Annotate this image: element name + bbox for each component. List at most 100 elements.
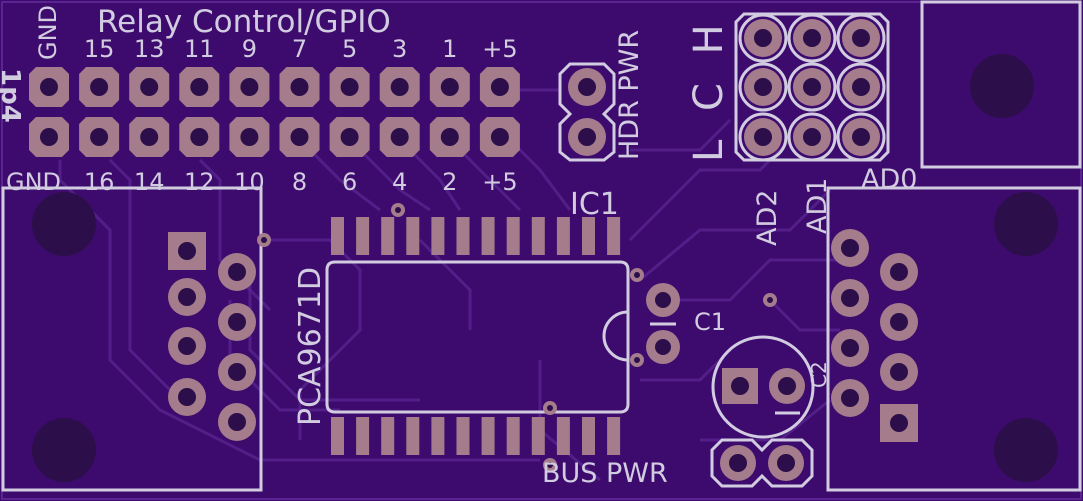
gnd-bottom-label: GND xyxy=(6,168,61,196)
ic-pad xyxy=(582,417,595,455)
mounting-hole xyxy=(970,54,1034,118)
address-pin xyxy=(738,112,788,162)
ic-pad xyxy=(506,417,520,455)
ic-pad xyxy=(406,417,420,455)
mounting-hole xyxy=(32,418,96,482)
hdr-pwr-jumper xyxy=(558,62,616,162)
ad2-label: AD2 xyxy=(752,190,783,246)
ic-pad xyxy=(381,417,395,455)
capacitor-c1 xyxy=(646,283,680,364)
header-pin xyxy=(379,67,420,107)
board-title: Relay Control/GPIO xyxy=(97,4,391,40)
vias xyxy=(257,203,777,472)
ic-pad xyxy=(331,217,344,255)
address-pin xyxy=(836,112,886,162)
ic-pad xyxy=(431,217,445,255)
ic-pad xyxy=(531,417,545,455)
header-pin xyxy=(229,67,270,107)
mounting-hole xyxy=(994,192,1058,256)
header-pin xyxy=(179,117,220,157)
ad1-label: AD1 xyxy=(802,178,833,234)
top-pin-label: 15 xyxy=(84,35,115,63)
header-pin xyxy=(179,67,220,107)
ic-pad xyxy=(431,417,445,455)
bottom-pin-label: +5 xyxy=(482,168,517,196)
lch-label: L C H xyxy=(686,16,732,162)
ic-pad xyxy=(456,417,470,455)
ic-pad xyxy=(506,217,520,255)
capacitor-c2 xyxy=(711,335,815,439)
gnd-top-label: GND xyxy=(34,5,62,60)
ic-pad xyxy=(607,217,621,255)
bottom-pin-label: 10 xyxy=(234,168,265,196)
hdr-pwr-label: HDR PWR xyxy=(614,30,645,160)
header-pin xyxy=(329,117,370,157)
ic-pad xyxy=(406,217,420,255)
address-pin xyxy=(738,62,788,112)
ic1-chip xyxy=(325,217,630,455)
ic-pad xyxy=(381,217,395,255)
address-jumper-block xyxy=(734,12,890,162)
c2-label: C2 xyxy=(807,361,831,388)
header-pin xyxy=(279,117,320,157)
header-pin xyxy=(79,117,120,157)
header-pin xyxy=(479,67,520,107)
address-pin xyxy=(787,112,837,162)
chip-part-label: PCA9671D xyxy=(293,267,328,426)
ic-pad xyxy=(481,417,495,455)
top-pin-label: 1 xyxy=(442,35,457,63)
top-pin-label: 11 xyxy=(184,35,215,63)
rj-connector-right xyxy=(826,186,1082,492)
address-pin xyxy=(836,62,886,112)
ic-pad xyxy=(331,417,344,455)
top-pin-label: 7 xyxy=(292,35,307,63)
bottom-pin-label: 12 xyxy=(184,168,215,196)
ic-pad xyxy=(582,217,595,255)
header-pin xyxy=(129,117,170,157)
ic-pad xyxy=(556,217,570,255)
ic-pad xyxy=(556,417,570,455)
top-pin-label: 13 xyxy=(134,35,165,63)
ic-pad xyxy=(456,217,470,255)
ic-pad xyxy=(356,217,370,255)
header-pin xyxy=(279,67,320,107)
header-pin xyxy=(479,117,520,157)
top-pin-label: 3 xyxy=(392,35,407,63)
address-pin xyxy=(787,13,837,63)
bottom-pin-label: 16 xyxy=(84,168,115,196)
bottom-pin-label: 4 xyxy=(392,168,407,196)
top-pin-label: 5 xyxy=(342,35,357,63)
ic1-label: IC1 xyxy=(570,187,619,222)
bus-pwr-label: BUS PWR xyxy=(542,458,668,489)
ic-pad xyxy=(356,417,370,455)
side-label: 1p4 xyxy=(0,68,25,123)
header-pin xyxy=(129,67,170,107)
c1-label: C1 xyxy=(694,308,726,336)
header-pin xyxy=(229,117,270,157)
header-pin xyxy=(29,117,69,157)
header-pin xyxy=(379,117,420,157)
header-pin xyxy=(29,67,69,107)
ad0-label: AD0 xyxy=(861,164,917,195)
header-pin xyxy=(429,117,470,157)
header-pin xyxy=(329,67,370,107)
bus-pwr-jumper xyxy=(710,438,814,488)
top-pin-label: +5 xyxy=(482,35,517,63)
ic-pad xyxy=(481,217,495,255)
mounting-hole xyxy=(994,418,1058,482)
rj-connector-left xyxy=(1,186,263,492)
address-pin xyxy=(738,13,788,63)
ic-pad xyxy=(607,417,621,455)
bottom-pin-label: 8 xyxy=(292,168,307,196)
address-pin xyxy=(836,13,886,63)
header-pin xyxy=(429,67,470,107)
top-right-mount xyxy=(920,0,1082,169)
gpio-header xyxy=(29,67,520,157)
top-pin-label: 9 xyxy=(242,35,257,63)
bottom-pin-label: 14 xyxy=(134,168,165,196)
address-pin xyxy=(787,62,837,112)
bottom-pin-label: 2 xyxy=(442,168,457,196)
header-pin xyxy=(79,67,120,107)
ic-pad xyxy=(531,217,545,255)
